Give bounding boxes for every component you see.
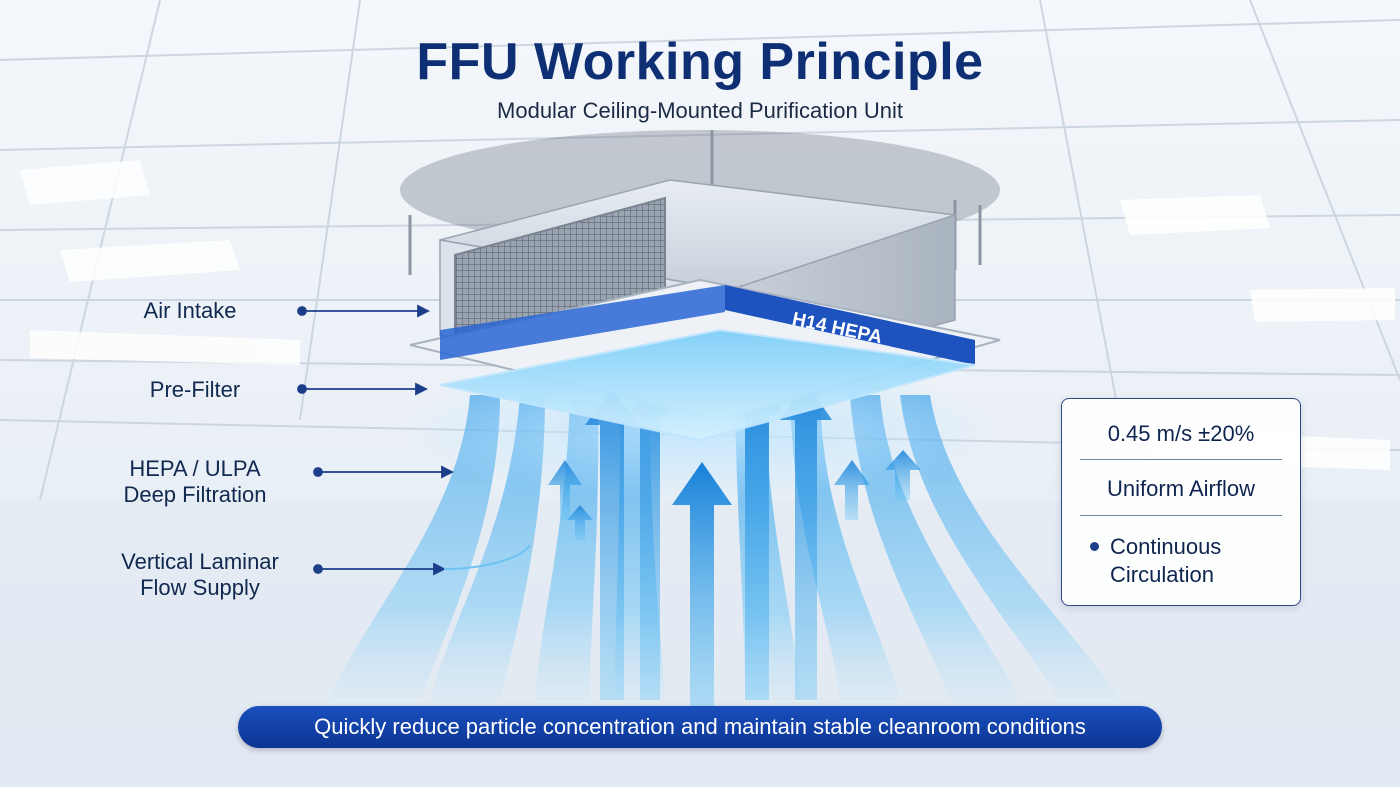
ffu-unit <box>409 179 1001 442</box>
callout-air-intake-label: Air Intake <box>143 298 237 323</box>
callout-hepa-line2: Deep Filtration <box>123 482 267 507</box>
callout-air-intake: Air Intake <box>130 298 250 324</box>
callout-flow-line2: Flow Supply <box>140 575 260 600</box>
spec-circulation-text: Continuous Circulation <box>1110 533 1280 589</box>
page-title: FFU Working Principle <box>416 33 984 91</box>
spec-divider-2 <box>1080 515 1282 516</box>
spec-velocity: 0.45 m/s ±20% <box>1107 421 1255 446</box>
hepa-band <box>725 285 975 365</box>
filter-face <box>439 328 976 442</box>
spec-divider-1 <box>1080 459 1282 460</box>
hepa-band-front <box>440 285 725 360</box>
callout-hepa: HEPA / ULPA Deep Filtration <box>100 456 290 508</box>
callout-pre-filter-label: Pre-Filter <box>149 377 241 402</box>
spec-airflow: Uniform Airflow <box>1107 476 1255 501</box>
page-subtitle: Modular Ceiling-Mounted Purification Uni… <box>497 98 903 123</box>
callout-laminar-flow: Vertical Laminar Flow Supply <box>95 549 305 601</box>
callout-flow-line1: Vertical Laminar <box>121 549 279 574</box>
airflow-arrows <box>548 372 921 710</box>
spec-panel: 0.45 m/s ±20% Uniform Airflow Continuous… <box>1061 398 1301 606</box>
spec-circulation-line2: Circulation <box>1110 562 1214 587</box>
spec-circulation-line1: Continuous <box>1110 534 1222 559</box>
callout-leaders <box>297 304 455 576</box>
callout-leader-ends <box>443 544 531 570</box>
bullet-dot-icon <box>1090 542 1099 551</box>
bottom-banner: Quickly reduce particle concentration an… <box>238 706 1162 748</box>
callout-hepa-line1: HEPA / ULPA <box>129 456 261 481</box>
callout-pre-filter: Pre-Filter <box>135 377 255 403</box>
